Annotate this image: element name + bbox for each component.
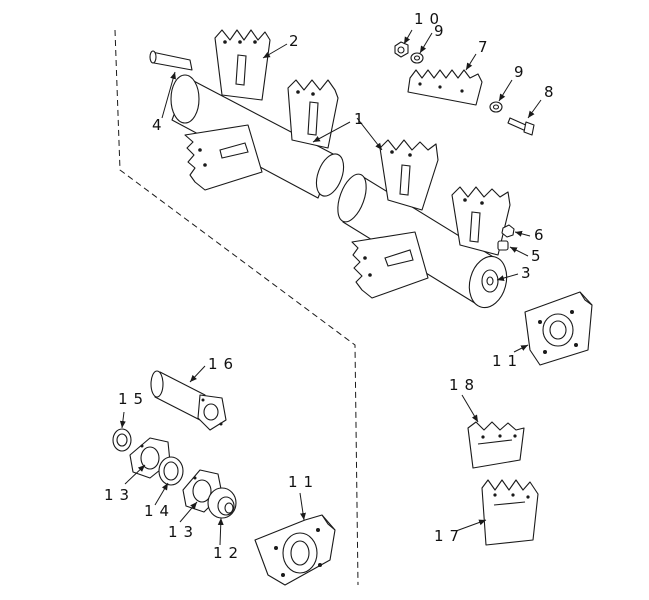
callout-2: 2 bbox=[289, 32, 305, 50]
sleeve-part-5 bbox=[497, 240, 509, 251]
tine-bar-part-7 bbox=[407, 69, 483, 106]
callout-15: 15 bbox=[118, 390, 149, 408]
leader-lines bbox=[119, 29, 542, 546]
tine-plate-right-mid bbox=[451, 186, 511, 256]
callout-11-bottom: 11 bbox=[288, 473, 319, 491]
rotor-tube-upper bbox=[170, 74, 345, 199]
tine-plate-part-18 bbox=[467, 421, 525, 469]
shaft-part-4 bbox=[149, 50, 193, 71]
assembly-dashed-outline bbox=[114, 29, 359, 586]
tine-plate-top-mid bbox=[287, 79, 339, 149]
callout-9-lower: 9 bbox=[514, 63, 530, 81]
callout-5: 5 bbox=[531, 247, 547, 265]
washer-part-9-upper bbox=[410, 52, 424, 64]
bolt-part-8 bbox=[507, 117, 535, 136]
callout-16: 16 bbox=[208, 355, 239, 373]
tine-plate-part-17 bbox=[481, 479, 539, 546]
tine-plate-left bbox=[184, 124, 263, 191]
nut-part-10 bbox=[394, 41, 409, 58]
bearing-part-14 bbox=[158, 456, 184, 486]
callout-9-upper: 9 bbox=[434, 22, 450, 40]
tine-plate-lower-left bbox=[351, 231, 429, 299]
callout-labels: 2 4 1 10 9 7 9 8 6 5 3 11 16 15 13 14 13… bbox=[104, 10, 560, 562]
callout-10: 10 bbox=[414, 10, 445, 28]
bearing-part-15 bbox=[112, 428, 132, 452]
callout-13-right: 13 bbox=[168, 523, 199, 541]
washer-part-9-lower bbox=[489, 101, 503, 113]
callout-3: 3 bbox=[521, 264, 537, 282]
callout-13-left: 13 bbox=[104, 486, 135, 504]
rotor-assembly bbox=[149, 29, 511, 309]
callout-7: 7 bbox=[478, 38, 494, 56]
callout-17: 17 bbox=[434, 527, 465, 545]
rotor-tube-lower bbox=[337, 173, 508, 309]
callout-8: 8 bbox=[544, 83, 560, 101]
nut-part-6 bbox=[501, 224, 515, 238]
callout-12: 12 bbox=[213, 544, 244, 562]
tine-plate-top-left bbox=[214, 29, 271, 101]
flange-plate-part-11-bottom bbox=[254, 514, 336, 586]
callout-6: 6 bbox=[534, 226, 550, 244]
tine-plate-right-top bbox=[379, 139, 439, 211]
flange-plate-part-11-right bbox=[524, 291, 593, 366]
hub-part-12 bbox=[207, 487, 237, 519]
tube-part-16 bbox=[150, 370, 227, 431]
callout-1: 1 bbox=[354, 110, 370, 128]
callout-14: 14 bbox=[144, 502, 175, 520]
callout-11-right: 11 bbox=[492, 352, 523, 370]
callout-4: 4 bbox=[152, 116, 168, 134]
callout-18: 18 bbox=[449, 376, 480, 394]
